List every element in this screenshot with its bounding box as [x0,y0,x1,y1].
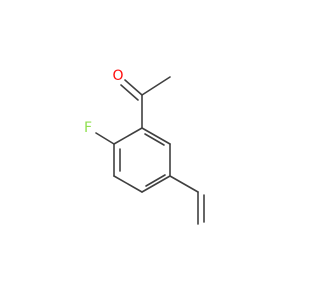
ring-inner-bond-b [145,174,166,187]
atom-label-fluorine: F [84,120,92,136]
bond-carbonyl-oxygen-a [124,79,143,96]
ring-inner-bond-c [144,133,165,146]
bond-carbonyl-methyl [141,76,171,96]
ring-bond-3-4 [113,175,143,193]
atom-label-oxygen: O [112,68,123,84]
ring-bond-1-2 [113,127,143,145]
bond-ring-fluorine [95,132,115,145]
ring-bond-4-5 [141,175,171,193]
bond-ring-vinyl [169,175,199,193]
bond-carbonyl-oxygen-b [120,84,139,101]
ring-bond-6-1 [141,127,171,145]
structure-diagram: O F [84,68,205,225]
molecule-canvas: O F [84,68,205,225]
